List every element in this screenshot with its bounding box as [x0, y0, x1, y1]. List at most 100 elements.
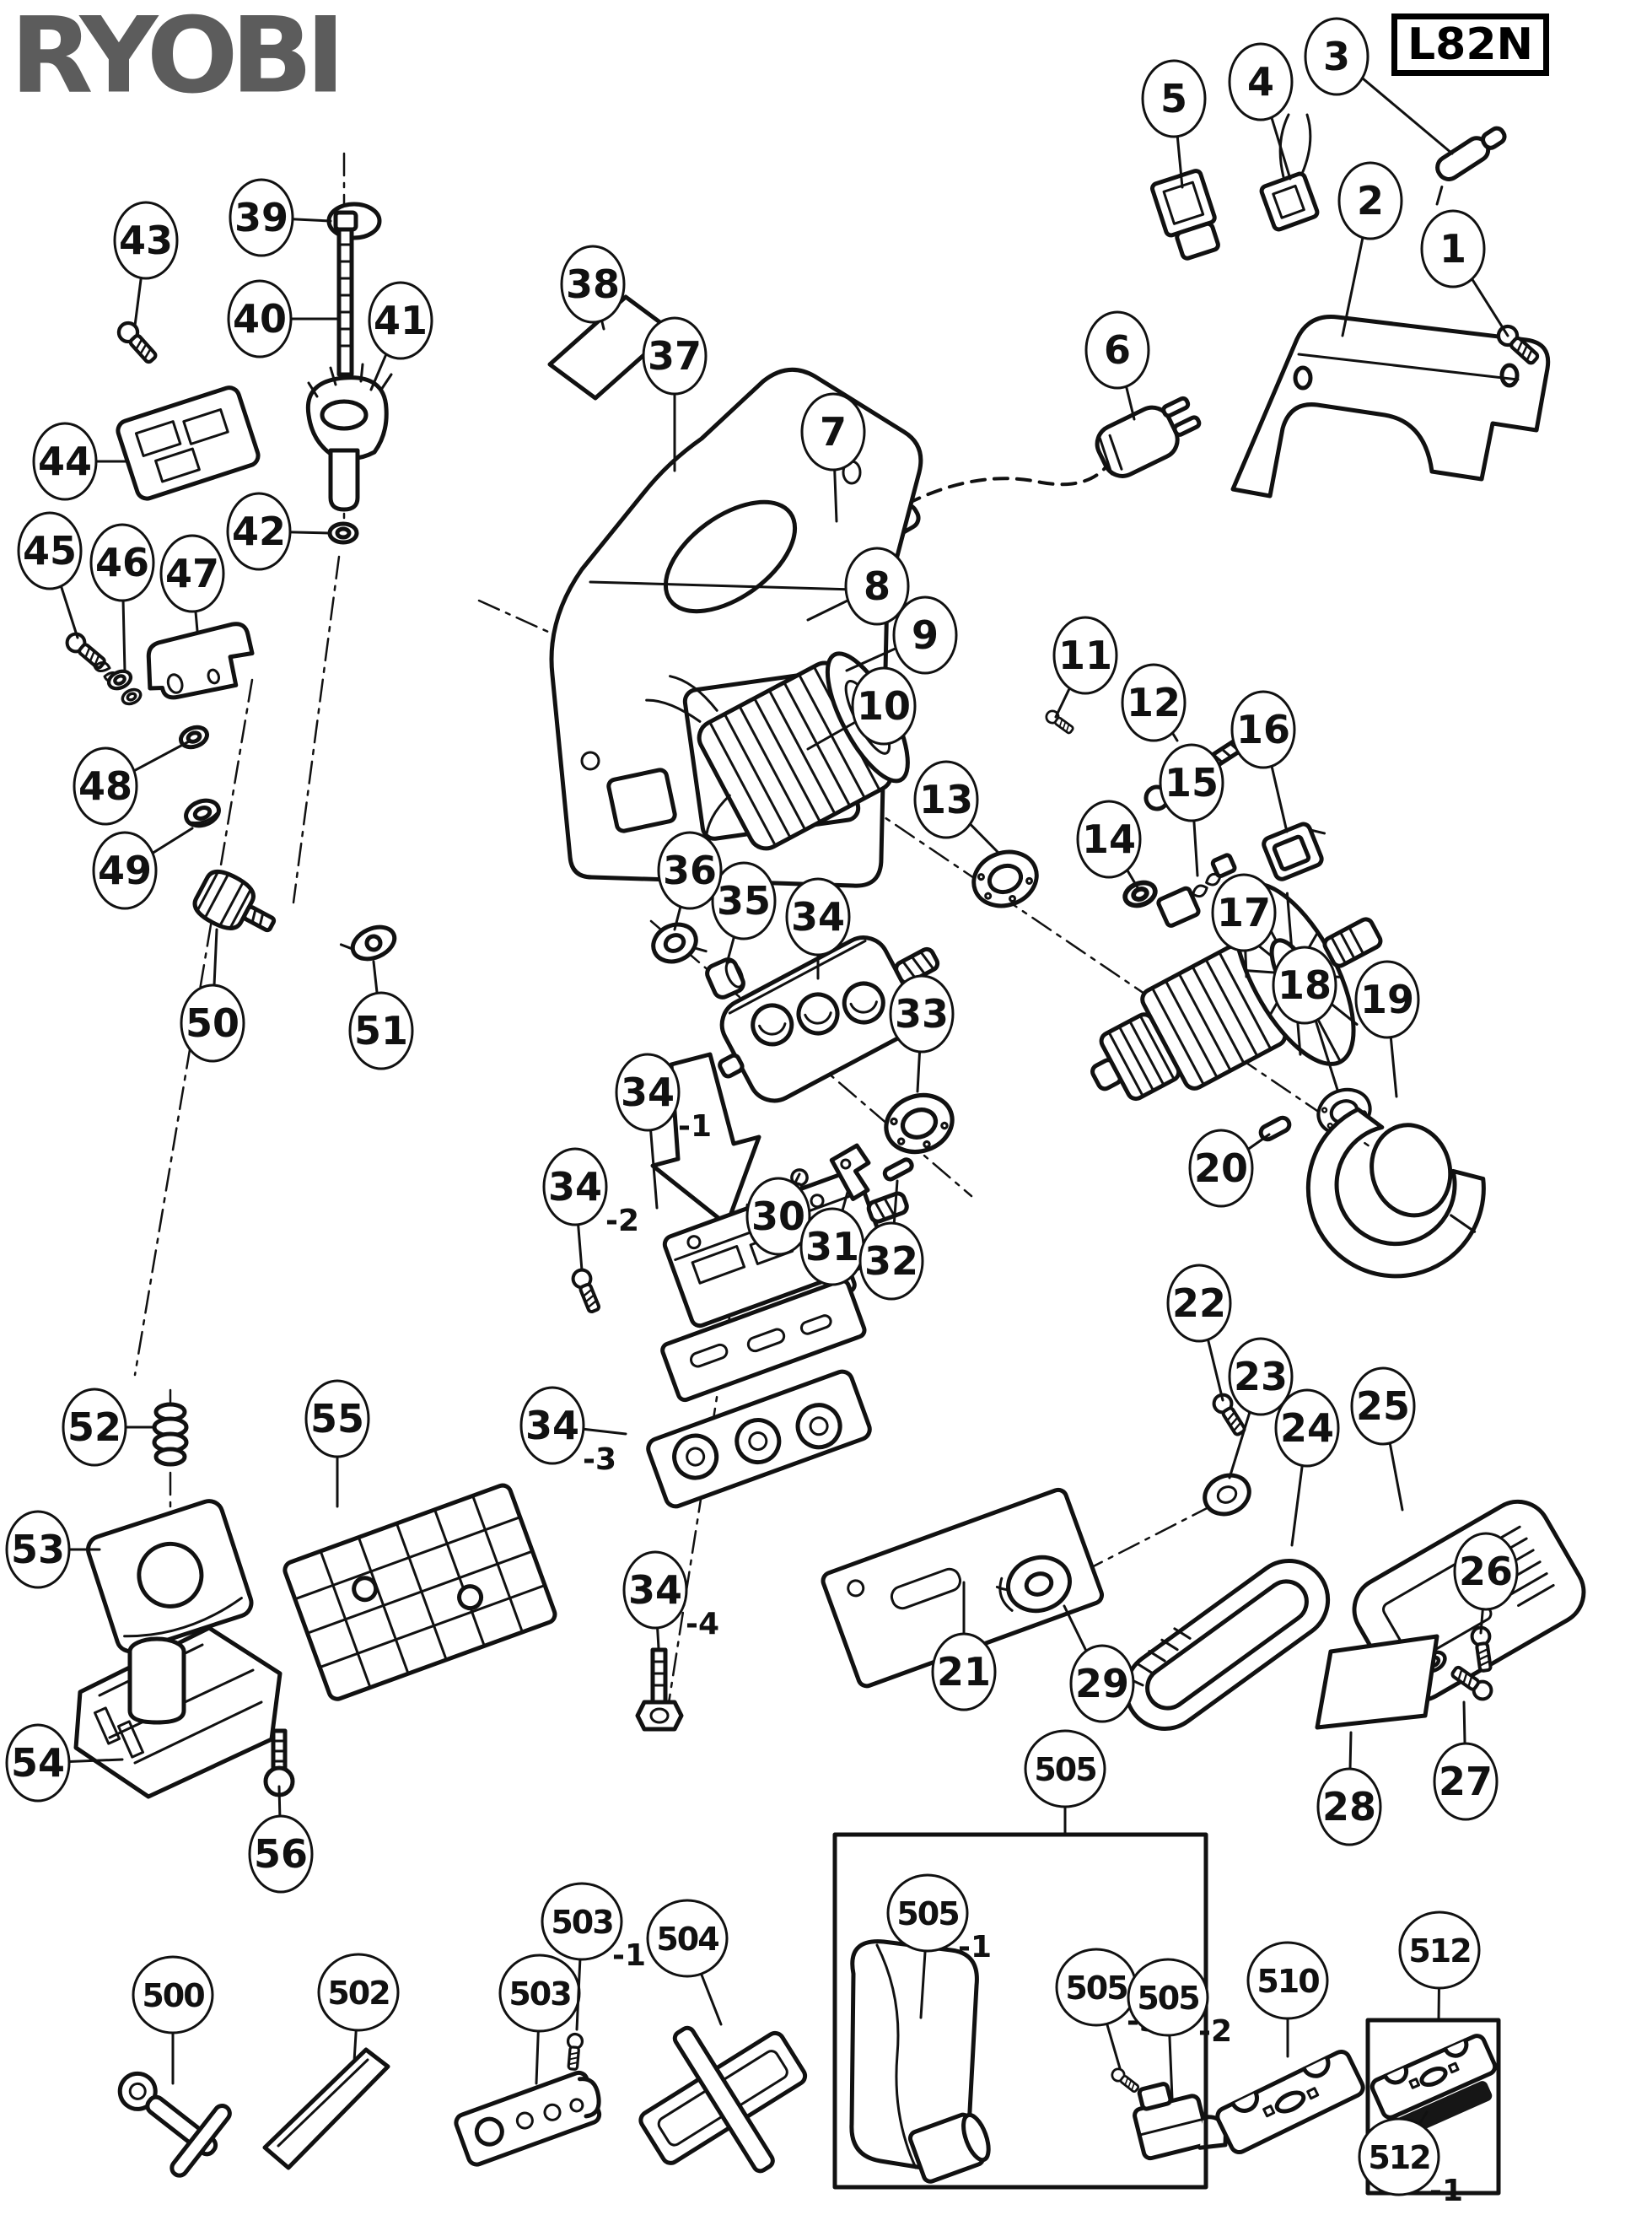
callout-27: 27: [1433, 1700, 1499, 1821]
callout-15: 15: [1159, 743, 1224, 877]
holder-screw-part-503-1: [564, 2032, 584, 2072]
svg-text:44: 44: [38, 439, 92, 484]
callout-7: 7: [800, 392, 866, 523]
svg-text:38: 38: [566, 261, 620, 307]
svg-text:500: 500: [142, 1977, 204, 2014]
front-knob-part-41: [305, 363, 393, 512]
callout-29: 29: [1063, 1604, 1135, 1723]
blade-part-502: [262, 2047, 390, 2170]
svg-text:54: 54: [11, 1740, 65, 1786]
svg-text:512: 512: [1408, 1932, 1470, 1970]
pin-part-32: [882, 1157, 914, 1182]
svg-text:17: 17: [1217, 890, 1271, 935]
callout-505: 505: [1024, 1729, 1106, 1835]
svg-text:16: 16: [1236, 707, 1290, 752]
svg-text:26: 26: [1459, 1549, 1513, 1594]
knob-washer-part-42: [330, 524, 357, 542]
svg-text:52: 52: [67, 1404, 121, 1450]
cord-protector-part-3: [1435, 126, 1507, 206]
callout-5: 5: [1141, 59, 1207, 189]
callout-24: 24: [1274, 1388, 1340, 1547]
svg-text:23: 23: [1234, 1354, 1288, 1399]
svg-text:12: 12: [1127, 680, 1181, 725]
edge-guide-part-504: [638, 2025, 808, 2174]
svg-text:5: 5: [1160, 76, 1187, 121]
callout-10: 10: [806, 666, 917, 751]
svg-text:47: 47: [165, 551, 219, 596]
front-base-part-54: [73, 1625, 283, 1799]
svg-text:49: 49: [98, 848, 152, 893]
bushing-part-35: [705, 957, 745, 1000]
callout-50: 50: [180, 928, 245, 1063]
switch-part-5: [1150, 169, 1220, 261]
spring-part-52: [152, 1402, 189, 1467]
svg-text:2: 2: [1357, 178, 1384, 224]
svg-text:20: 20: [1194, 1145, 1248, 1191]
callout-8: 8: [806, 547, 910, 626]
callout-38: 38: [560, 245, 626, 331]
dust-bag-part-505-1: [849, 1939, 991, 2184]
cutter-drum-part-34: [718, 935, 940, 1103]
model-badge: L82N: [1391, 13, 1550, 76]
svg-text:40: 40: [233, 296, 287, 342]
wrench-part-500: [117, 2071, 232, 2178]
svg-text:28: 28: [1322, 1784, 1376, 1830]
svg-text:-2: -2: [605, 1204, 639, 1238]
svg-text:24: 24: [1280, 1405, 1334, 1451]
callout-53: 53: [5, 1510, 101, 1589]
callout-35: 35: [711, 861, 777, 965]
bearing-part-13: [966, 843, 1045, 914]
svg-text:510: 510: [1256, 1963, 1319, 2000]
washer-part-14: [1122, 879, 1158, 909]
svg-text:505: 505: [896, 1895, 958, 1932]
callout-30: 30: [745, 1172, 811, 1256]
callout-512-1: 512-1: [1358, 2110, 1463, 2208]
callout-14: 14: [1076, 800, 1142, 891]
svg-text:10: 10: [857, 683, 911, 729]
svg-text:55: 55: [310, 1396, 364, 1442]
bracket-part-47: [146, 622, 255, 700]
rear-handle-part: [1230, 315, 1551, 499]
screw-part-43: [115, 319, 159, 365]
svg-text:45: 45: [23, 528, 77, 574]
svg-text:34: 34: [628, 1567, 682, 1613]
callout-44: 44: [32, 422, 128, 501]
svg-text:50: 50: [186, 1000, 239, 1046]
callout-56: 56: [248, 1785, 314, 1894]
callout-503: 503: [498, 1954, 581, 2085]
drive-belt-part-24: [1123, 1559, 1331, 1731]
svg-text:19: 19: [1360, 977, 1414, 1022]
callout-4: 4: [1228, 42, 1294, 181]
svg-text:37: 37: [648, 333, 702, 379]
svg-text:56: 56: [254, 1831, 308, 1877]
brush-cap-part-16: [1262, 822, 1326, 881]
callout-21: 21: [931, 1581, 997, 1711]
bearing-part-33: [878, 1086, 960, 1161]
callout-51: 51: [348, 960, 414, 1070]
svg-text:503: 503: [551, 1904, 612, 1941]
callout-45: 45: [17, 511, 83, 639]
svg-text:13: 13: [919, 777, 973, 822]
svg-text:30: 30: [751, 1194, 805, 1239]
svg-text:-2: -2: [1198, 2014, 1232, 2049]
svg-text:32: 32: [864, 1238, 918, 1284]
svg-text:43: 43: [119, 218, 173, 263]
screw-part-45: [63, 630, 121, 682]
callout-9: 9: [845, 596, 958, 675]
callout-55: 55: [304, 1379, 370, 1508]
callout-17: 17: [1211, 873, 1277, 978]
grommet-part-49: [184, 798, 221, 828]
svg-text:33: 33: [895, 991, 949, 1037]
svg-text:505: 505: [1137, 1980, 1198, 2017]
svg-text:-3: -3: [583, 1442, 616, 1477]
power-cord-dashed: [885, 461, 1111, 516]
blade-clamp-part-510: [1215, 2050, 1365, 2154]
svg-text:39: 39: [234, 195, 288, 240]
svg-text:34: 34: [525, 1403, 579, 1448]
screw-part-34-2: [570, 1267, 602, 1313]
callout-52: 52: [62, 1388, 157, 1467]
svg-text:-4: -4: [686, 1607, 719, 1641]
svg-text:3: 3: [1323, 34, 1350, 79]
label-part-28: [1315, 1634, 1439, 1730]
